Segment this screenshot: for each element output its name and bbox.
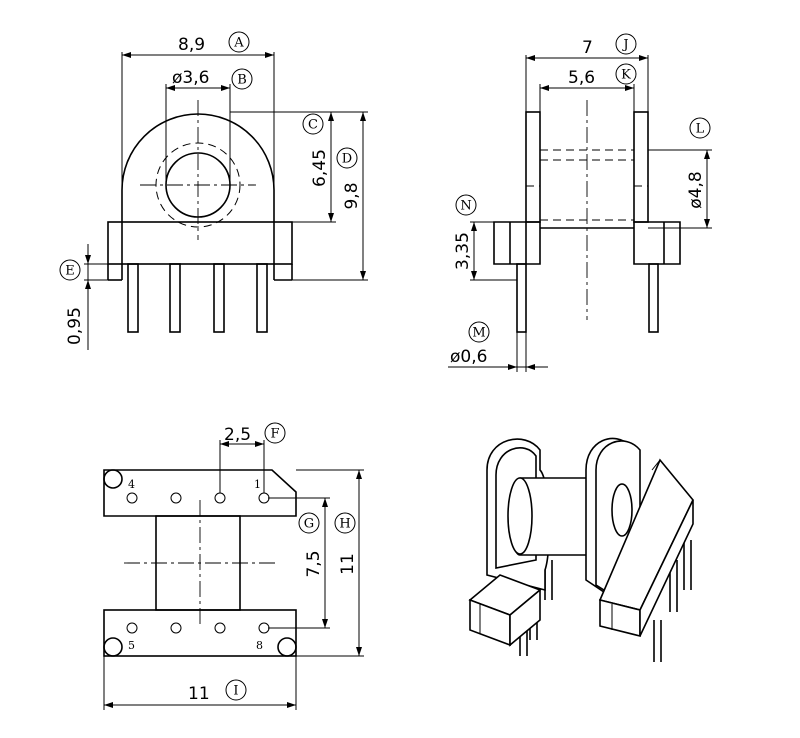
marker-B: B (237, 73, 247, 88)
dim-E-value: 0,95 (65, 307, 85, 345)
marker-H: H (339, 517, 350, 532)
marker-A: A (233, 36, 244, 51)
side-flange-right (633, 111, 649, 223)
marker-J: J (621, 38, 628, 53)
side-base-left (493, 221, 541, 265)
marker-G: G (304, 517, 314, 532)
marker-F: F (270, 427, 279, 442)
side-view: 7 J 5,6 K ø4,8 L 3,35 N ø0,6 M (448, 33, 712, 372)
marker-I: I (233, 684, 238, 699)
front-pin (256, 263, 268, 333)
dim-F-value: 2,5 (224, 425, 251, 445)
dim-N-value: 3,35 (453, 232, 473, 270)
pin-label-5: 5 (128, 639, 135, 652)
front-view: 8,9 A ø3,6 B 6,45 9,8 C D E 0,95 (59, 31, 368, 350)
marker-M: M (472, 326, 485, 341)
dim-A-value: 8,9 (178, 35, 205, 55)
marker-N: N (460, 199, 471, 214)
side-pin (648, 263, 659, 333)
pin-label-1: 1 (254, 478, 261, 491)
front-base (107, 221, 293, 265)
pin-label-8: 8 (256, 639, 263, 652)
marker-E: E (65, 264, 75, 279)
marker-L: L (696, 122, 705, 137)
marker-C: C (308, 118, 318, 133)
dim-C-value: 6,45 (310, 149, 330, 187)
front-pin (169, 263, 181, 333)
dim-G-value: 7,5 (304, 550, 324, 577)
side-flange-left (525, 111, 541, 223)
bottom-view: 4 1 5 8 2,5 F 7,5 G 11 H 11 (103, 422, 364, 710)
pin-label-4: 4 (128, 478, 135, 491)
dim-M-value: ø0,6 (450, 347, 487, 367)
front-pin (213, 263, 225, 333)
side-pin (516, 263, 527, 333)
bottom-flange-top (103, 469, 297, 517)
marker-K: K (621, 68, 631, 83)
dim-L-value: ø4,8 (686, 171, 706, 208)
dim-D-value: 9,8 (342, 182, 362, 209)
dim-J-value: 7 (582, 38, 593, 58)
marker-D: D (342, 152, 352, 167)
front-pin (127, 263, 139, 333)
dim-B-value: ø3,6 (172, 68, 209, 88)
dim-H-value: 11 (338, 553, 358, 575)
isometric-view (468, 437, 694, 662)
dim-I-value: 11 (188, 684, 210, 704)
dim-K-value: 5,6 (568, 68, 595, 88)
iso-bore (611, 483, 633, 537)
